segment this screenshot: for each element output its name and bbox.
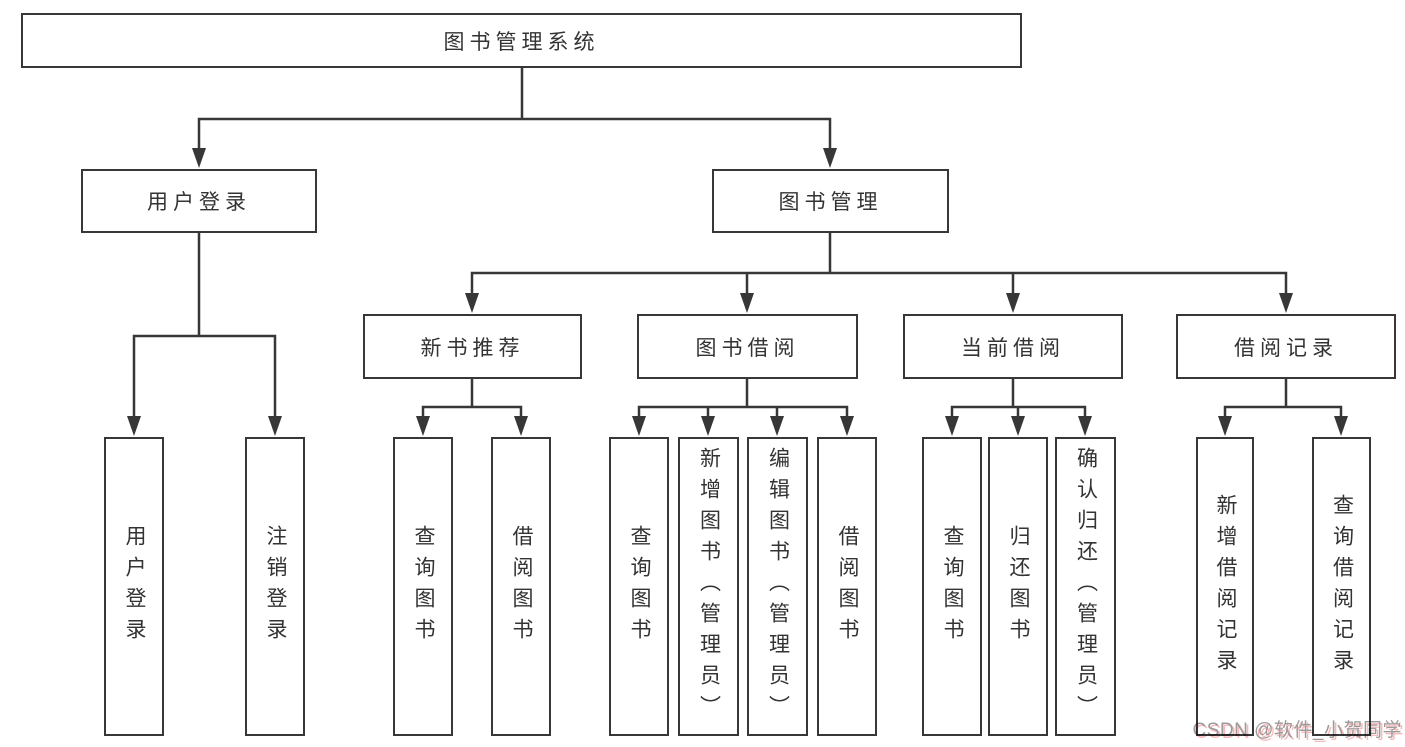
leaf-confirm-return-admin: 确认归还（管理员）: [1055, 437, 1116, 736]
node-borrow-records: 借阅记录: [1176, 314, 1396, 379]
connector-recommend-to-leaves: [421, 379, 523, 418]
leaf-user-login: 用户登录: [104, 437, 164, 736]
arrowhead: [701, 416, 715, 436]
arrowhead: [416, 416, 430, 436]
leaf-query-borrow-record: 查询借阅记录: [1312, 437, 1371, 736]
node-book-management: 图书管理: [712, 169, 949, 233]
arrowhead: [1006, 293, 1020, 313]
arrowhead: [127, 416, 141, 436]
leaf-logout: 注销登录: [245, 437, 305, 736]
arrowheads: [127, 148, 1348, 436]
leaf-borrow-books-borrowing: 借阅图书: [817, 437, 877, 736]
csdn-watermark: CSDN @软件_小贺同学: [1192, 720, 1402, 741]
connector-records-to-leaves: [1223, 379, 1343, 418]
leaf-query-books-current: 查询图书: [922, 437, 982, 736]
arrowhead: [740, 293, 754, 313]
leaf-borrow-books-recommend: 借阅图书: [491, 437, 551, 736]
arrowhead: [192, 148, 206, 168]
arrowhead: [945, 416, 959, 436]
node-book-borrowing: 图书借阅: [637, 314, 858, 379]
node-user-login: 用户登录: [81, 169, 317, 233]
leaf-add-borrow-record: 新增借阅记录: [1196, 437, 1254, 736]
connector-bookmgmt-to-level3: [470, 233, 1288, 295]
leaf-return-books: 归还图书: [988, 437, 1048, 736]
connector-current-to-leaves: [950, 379, 1087, 418]
leaf-edit-books-admin: 编辑图书（管理员）: [747, 437, 808, 736]
arrowhead: [514, 416, 528, 436]
arrowhead: [268, 416, 282, 436]
arrowhead: [840, 416, 854, 436]
node-current-borrowing: 当前借阅: [903, 314, 1123, 379]
connector-strokes: [132, 68, 1343, 418]
node-root: 图书管理系统: [21, 13, 1022, 68]
node-new-book-recommend: 新书推荐: [363, 314, 582, 379]
leaf-add-books-admin: 新增图书（管理员）: [678, 437, 739, 736]
arrowhead: [465, 293, 479, 313]
leaf-query-books-borrowing: 查询图书: [609, 437, 669, 736]
arrowhead: [1218, 416, 1232, 436]
connector-root-to-level2: [197, 68, 832, 150]
arrowhead: [823, 148, 837, 168]
arrowhead: [1078, 416, 1092, 436]
arrowhead: [1011, 416, 1025, 436]
arrowhead: [770, 416, 784, 436]
arrowhead: [1334, 416, 1348, 436]
arrowhead: [1279, 293, 1293, 313]
arrowhead: [632, 416, 646, 436]
connector-borrowing-to-leaves: [637, 379, 849, 418]
connector-userlogin-to-leaves: [132, 233, 277, 418]
leaf-query-books-recommend: 查询图书: [393, 437, 453, 736]
